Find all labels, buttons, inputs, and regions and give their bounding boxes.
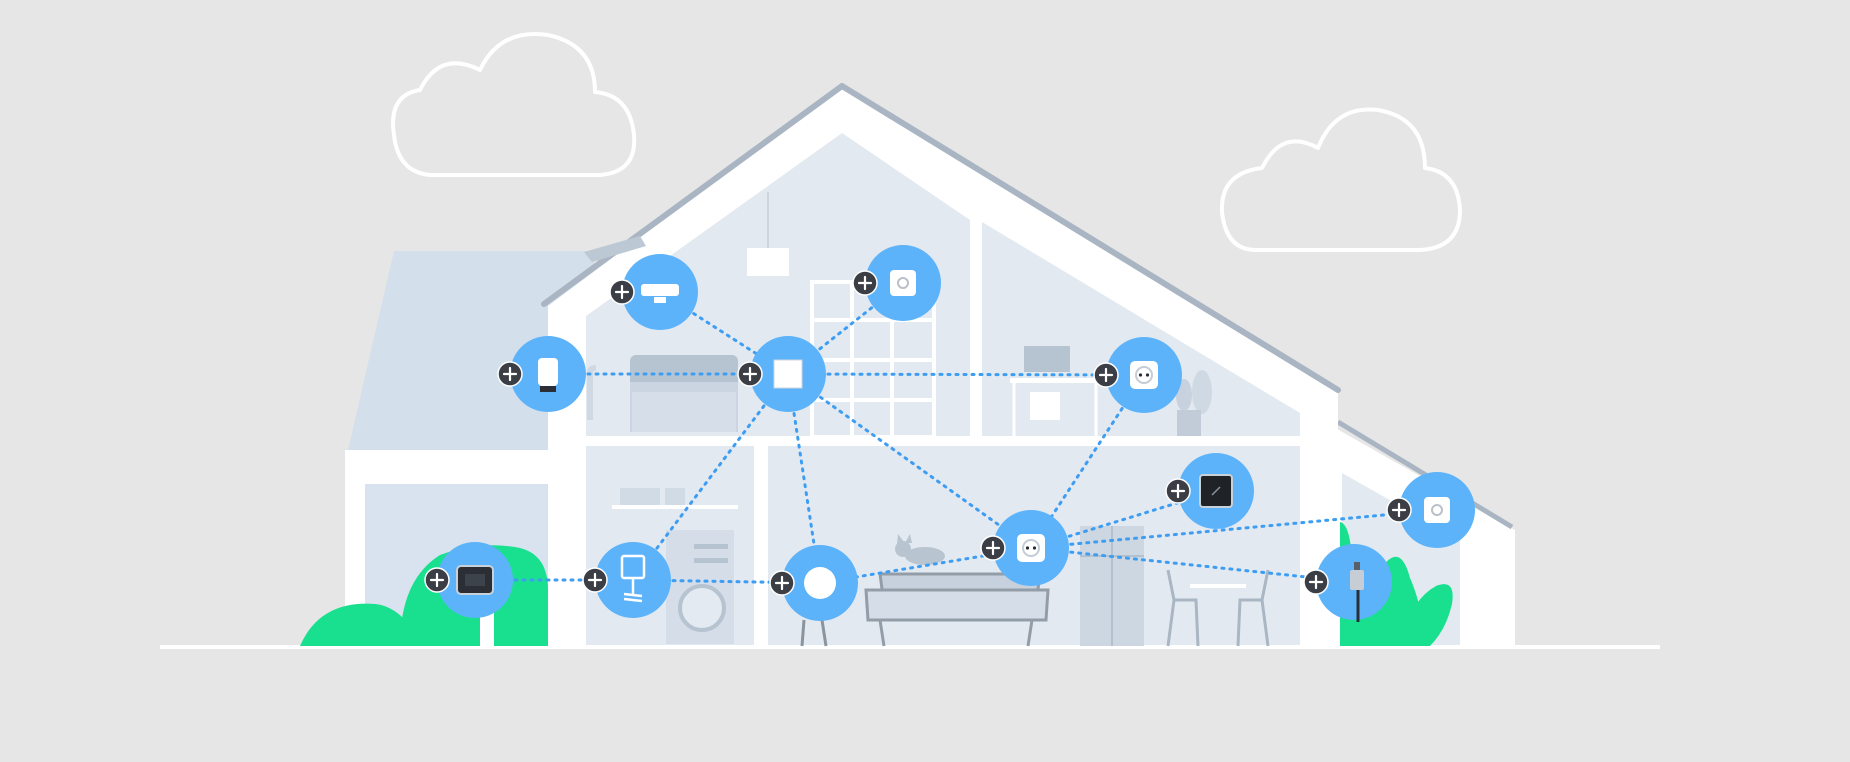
cloud-icon <box>1219 107 1462 252</box>
sofa-icon <box>630 355 738 432</box>
plus-icon[interactable] <box>980 535 1006 561</box>
motion-sensor-icon <box>890 270 916 296</box>
dining-chair-icon <box>1166 569 1270 647</box>
water-sensor-icon <box>1350 562 1364 622</box>
device-node-smart-button[interactable] <box>769 545 858 621</box>
motion-sensor-icon <box>1424 497 1450 523</box>
plus-icon[interactable] <box>769 570 795 596</box>
device-nodes <box>424 245 1475 622</box>
camera-mount-icon <box>620 554 646 603</box>
smart-plug-icon <box>1130 361 1158 389</box>
radiator-valve-icon <box>538 358 558 392</box>
mesh-link <box>1029 546 1356 584</box>
device-node-siren-attic[interactable] <box>609 254 698 330</box>
cloud-icon <box>391 32 637 177</box>
radiator-pipe <box>587 365 597 420</box>
device-node-smart-plug-upstairs[interactable] <box>1093 337 1182 413</box>
light-switch-icon <box>773 359 803 389</box>
living-room-sofa-icon <box>864 572 1050 647</box>
device-node-motion-sensor-side[interactable] <box>1386 472 1475 548</box>
mesh-link <box>631 372 790 582</box>
device-node-smart-plug-living[interactable] <box>980 510 1069 586</box>
plus-icon[interactable] <box>582 567 608 593</box>
keypad-icon <box>456 565 494 595</box>
plus-icon[interactable] <box>497 361 523 387</box>
plus-icon[interactable] <box>852 270 878 296</box>
refrigerator-icon <box>1080 526 1144 646</box>
plus-icon[interactable] <box>1093 362 1119 388</box>
plus-icon[interactable] <box>737 361 763 387</box>
plant-icon <box>1176 370 1212 436</box>
plus-icon[interactable] <box>609 279 635 305</box>
device-node-thermostat-valve[interactable] <box>497 336 586 412</box>
display-panel-icon <box>1199 474 1233 508</box>
smart-button-icon <box>804 567 836 599</box>
washing-machine-icon <box>666 530 734 644</box>
cat-icon <box>895 534 945 565</box>
mesh-link <box>786 372 1146 377</box>
device-node-camera-mount[interactable] <box>582 542 671 618</box>
plus-icon[interactable] <box>1303 569 1329 595</box>
device-node-light-switch[interactable] <box>737 336 826 412</box>
device-node-motion-sensor-attic[interactable] <box>852 245 941 321</box>
side-table-icon <box>800 619 828 647</box>
smart-plug-icon <box>1017 534 1045 562</box>
device-node-display-panel[interactable] <box>1165 453 1254 529</box>
plus-icon[interactable] <box>424 567 450 593</box>
ceiling-lamp-icon <box>747 192 789 276</box>
plus-icon[interactable] <box>1165 478 1191 504</box>
kitchen-shelf-icon <box>612 488 738 509</box>
siren-icon <box>641 284 679 303</box>
mesh-link <box>786 372 1033 550</box>
device-node-water-sensor[interactable] <box>1303 544 1392 622</box>
device-node-keypad-outdoor[interactable] <box>424 542 513 618</box>
ground-line <box>160 645 1660 649</box>
plus-icon[interactable] <box>1386 497 1412 523</box>
desk-icon <box>1010 346 1100 436</box>
